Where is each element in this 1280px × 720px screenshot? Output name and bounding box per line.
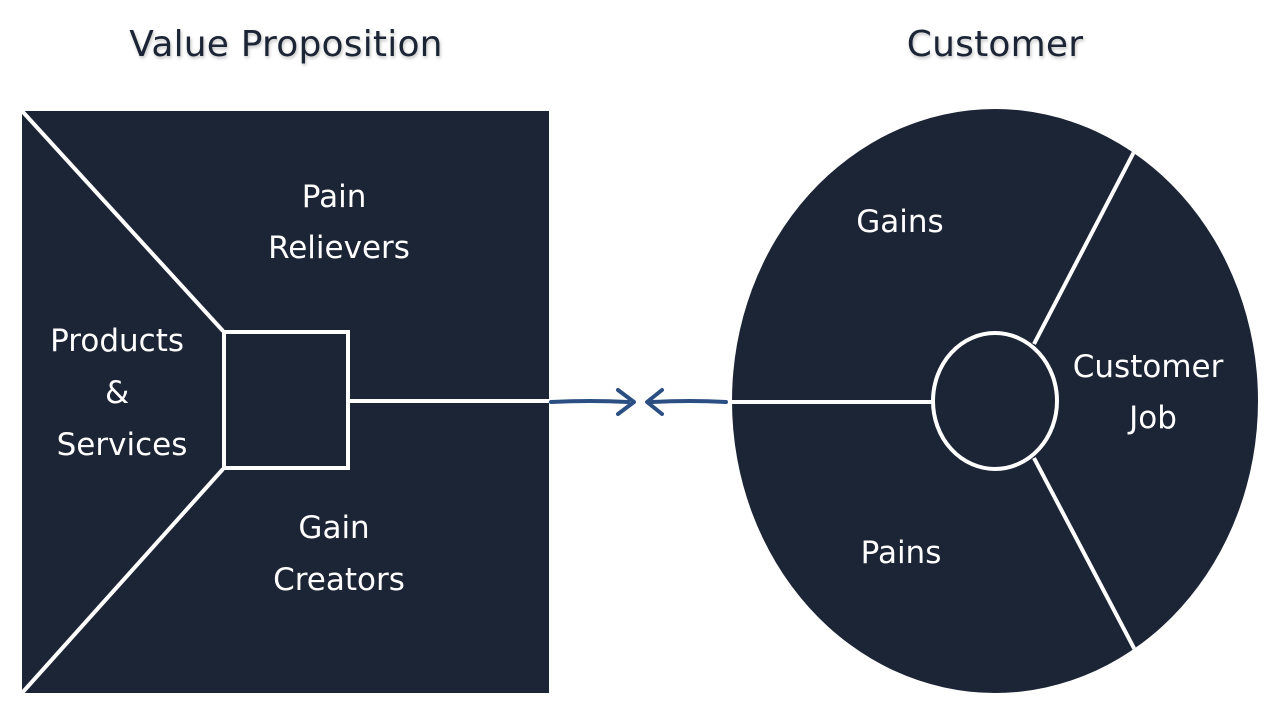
value-map: Pain Relievers Products & Services Gain … <box>20 109 549 695</box>
customer-profile: Gains Pains Customer Job <box>732 109 1258 693</box>
divider-lower-right <box>1032 457 1138 653</box>
pains-label: Pains <box>861 535 942 571</box>
products-services-label: Products & Services <box>50 323 194 463</box>
arrow-right-shaft <box>549 399 630 404</box>
customer-title: Customer <box>906 24 1084 65</box>
customer-profile-center-circle <box>931 331 1059 471</box>
gain-creators-label: Gain Creators <box>273 510 405 598</box>
divider-upper-right <box>1032 149 1137 345</box>
gains-label: Gains <box>856 204 943 240</box>
arrow-left-shaft <box>650 399 728 404</box>
divider-bottom-diagonal <box>20 467 225 695</box>
value-proposition-title: Value Proposition <box>129 24 443 65</box>
customer-job-label: Customer Job <box>1073 349 1233 436</box>
fit-arrows <box>549 388 728 416</box>
pain-relievers-label: Pain Relievers <box>268 179 410 266</box>
arrow-left-head-icon <box>645 388 664 416</box>
divider-top-diagonal <box>20 109 225 333</box>
arrow-right-head-icon <box>616 388 636 416</box>
